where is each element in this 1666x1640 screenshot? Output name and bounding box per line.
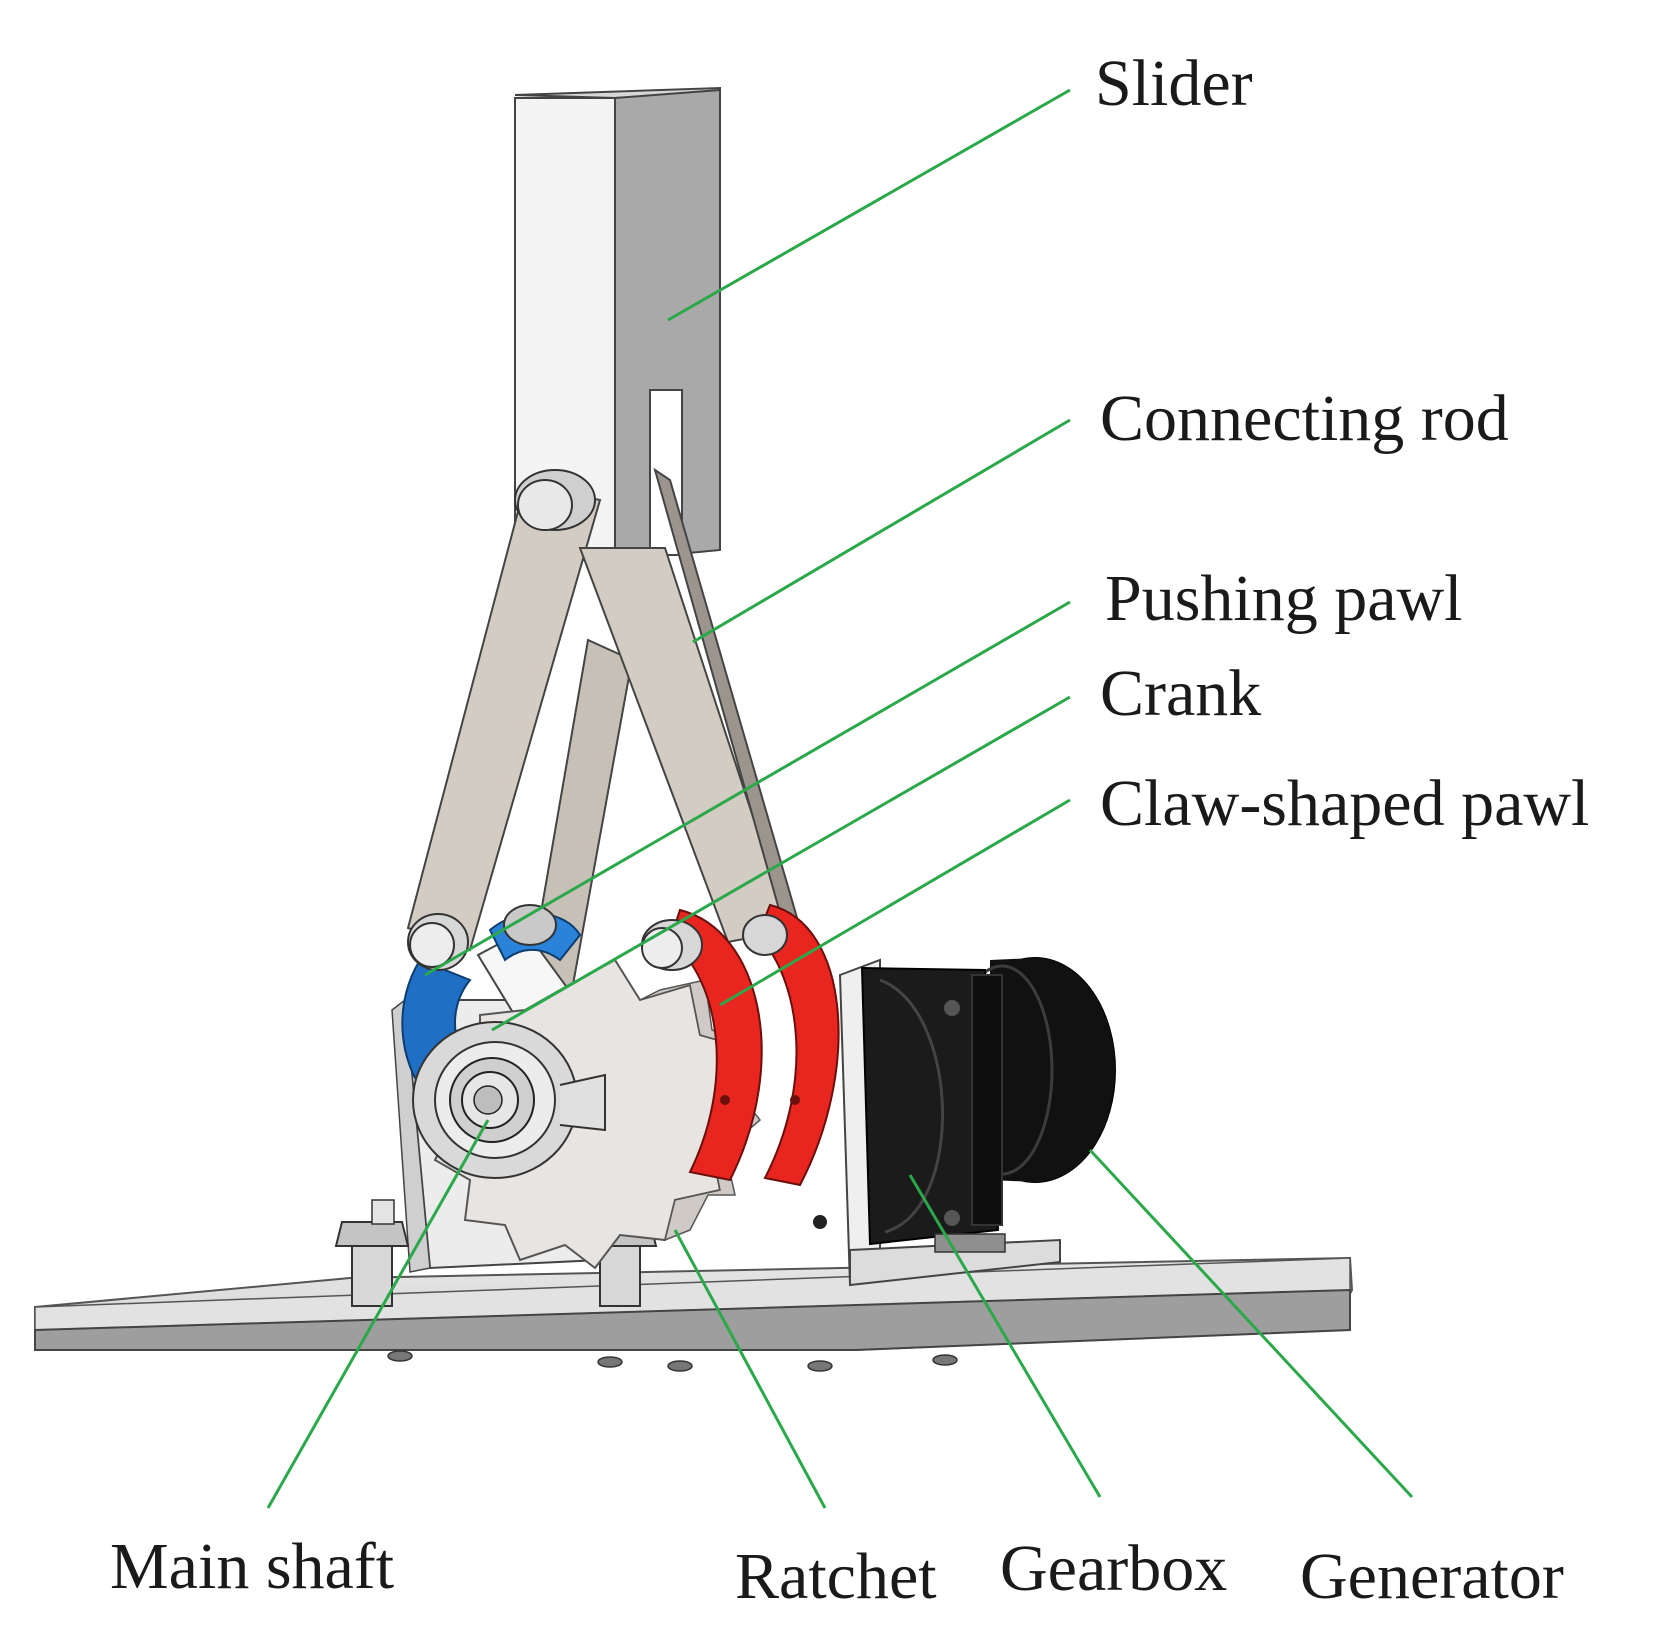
main-shaft-leader-line bbox=[266, 1119, 490, 1509]
pushing-pawl-label: Pushing pawl bbox=[1105, 562, 1463, 635]
main-shaft-label: Main shaft bbox=[110, 1530, 394, 1603]
connecting-rod-leader-line bbox=[692, 418, 1071, 644]
crank-label: Crank bbox=[1100, 657, 1261, 730]
claw-shaped-pawl-leader-line bbox=[719, 798, 1071, 1007]
gearbox-label: Gearbox bbox=[1000, 1532, 1227, 1605]
pushing-pawl-leader-line bbox=[424, 600, 1071, 977]
base-plate bbox=[34, 1256, 1354, 1372]
ratchet-label: Ratchet bbox=[735, 1540, 937, 1613]
ratchet-leader-line bbox=[673, 1229, 827, 1509]
claw-shaped-pawl-label: Claw-shaped pawl bbox=[1100, 767, 1589, 840]
generator-label: Generator bbox=[1300, 1540, 1564, 1613]
gearbox-leader-line bbox=[908, 1174, 1102, 1498]
slider-label: Slider bbox=[1095, 47, 1253, 120]
connecting-rod-label: Connecting rod bbox=[1100, 382, 1509, 455]
main-shaft-bearing bbox=[412, 1021, 606, 1179]
slider-leader-line bbox=[667, 88, 1071, 322]
generator-leader-line bbox=[1088, 1148, 1414, 1499]
claw-shaped-pawl-shape bbox=[668, 903, 840, 1187]
crank-leader-line bbox=[491, 695, 1071, 1032]
mounting-bolt-left bbox=[334, 1199, 410, 1307]
gearbox-body bbox=[860, 966, 1006, 1253]
top-joint-pin bbox=[514, 469, 596, 531]
slider-block bbox=[514, 86, 721, 562]
